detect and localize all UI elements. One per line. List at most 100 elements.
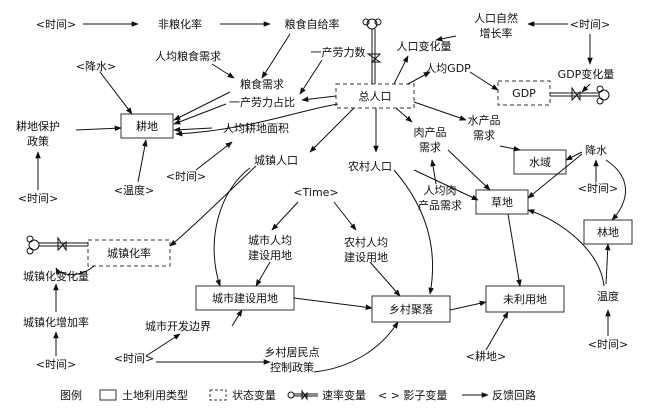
link-pcgdp-gdp: [469, 71, 499, 91]
link-timebl-boundary: [145, 333, 181, 357]
precip-shadow: <降水>: [76, 59, 116, 73]
unused-label: 未利用地: [503, 293, 547, 306]
rural-pc-land-line1: 农村人均: [344, 235, 388, 249]
unused-box: [485, 285, 565, 313]
link-pop-change: [393, 55, 409, 85]
temp-label: 温度: [597, 289, 619, 303]
urban-pc-land-line2: 建设用地: [248, 248, 292, 262]
link-pop-urbanpop: [309, 107, 355, 153]
water-box: [513, 149, 567, 175]
urbanization-box: [87, 239, 171, 267]
aqua-demand-line1: 水产品: [468, 113, 501, 127]
link-meat-grassland: [447, 149, 491, 191]
link-demand-cropland: [173, 91, 231, 121]
link-natgrowth-change: [435, 35, 457, 42]
grain-selfsuff: 粮食自给率: [285, 17, 340, 31]
legend-shadow-label: < > 影子变量: [378, 388, 447, 402]
primary-labor: 一产劳力数: [311, 45, 366, 59]
link-precip-grassland: [527, 153, 583, 199]
legend-state-swatch: [209, 389, 227, 401]
rural-policy-line2: 控制政策: [270, 360, 314, 374]
link-constr-settle: [293, 297, 373, 310]
legend-land-swatch: [99, 389, 117, 401]
link-pop-cropland: [175, 103, 339, 137]
link-boundary-constr: [231, 309, 243, 327]
grassland-box: [475, 189, 529, 215]
nat-growth-line1: 人口自然: [474, 11, 518, 25]
time-shadow-r: <时间>: [578, 182, 618, 195]
nongrain-rate: 非粮化率: [158, 17, 202, 31]
cropland-label: 耕地: [136, 119, 158, 133]
pc-gdp: 人均GDP: [425, 62, 471, 75]
link-grassland-unused: [507, 213, 522, 287]
rural-settle-label: 乡村聚落: [389, 302, 433, 316]
cropland-policy-line2: 政策: [27, 134, 49, 148]
urb-inflow-valve-icon: [26, 235, 88, 255]
time-shadow-tl: <时间>: [36, 18, 76, 31]
urban-pc-land-line1: 城市人均: [248, 233, 292, 247]
pc-grain-demand: 人均粮食需求: [155, 49, 221, 63]
forest-label: 林地: [597, 225, 619, 239]
cropland-policy-line1: 耕地保护: [16, 119, 60, 133]
link-pop-meat: [395, 107, 413, 123]
time-shadow-center: <Time>: [293, 186, 338, 199]
link-policy-settle: [313, 321, 399, 373]
gdp-inflow-valve-icon: [550, 85, 610, 105]
link-precip-cropland: [99, 71, 133, 115]
link-gdpchange-valve: [581, 83, 591, 93]
link-pccrop-cropland: [173, 126, 213, 133]
rural-pop: 农村人口: [348, 159, 392, 173]
pc-meat-line2: 产品需求: [418, 198, 462, 212]
legend-land-label: 土地利用类型: [122, 388, 188, 402]
legend-rate-label: 速率变量: [322, 388, 366, 402]
urb-increase: 城镇化增加率: [23, 315, 89, 329]
link-croplandshadow-unused: [485, 311, 509, 351]
legend: 图例 土地利用类型 状态变量 速率变量 < > 影子变量 反馈回路: [60, 388, 536, 402]
pop-inflow-valve-icon: [362, 18, 382, 84]
urban-boundary: 城市开发边界: [145, 319, 211, 333]
link-pop-ratio: [301, 95, 337, 103]
urbanization-label: 城镇化率: [107, 246, 151, 260]
urban-constr-label: 城市建设用地: [212, 291, 278, 305]
link-settle-unused: [449, 300, 487, 311]
precip-label: 降水: [585, 143, 607, 157]
link-urb-urbchange: [55, 265, 95, 275]
legend-rate-valve-icon: [287, 389, 318, 401]
time-shadow-mid: <时间>: [166, 170, 206, 183]
pc-cropland: 人均耕地面积: [223, 121, 289, 135]
urban-pop: 城镇人口: [254, 153, 298, 167]
temp-shadow: <温度>: [114, 183, 154, 197]
legend-state-label: 状态变量: [232, 388, 276, 402]
link-urbanpop-constr: [213, 167, 251, 287]
link-timemid-pccrop: [195, 141, 233, 171]
link-temp-cropland: [137, 139, 148, 183]
time-shadow-bl: <时间>: [36, 358, 76, 371]
meat-demand-line2: 需求: [419, 141, 441, 154]
legend-title: 图例: [60, 388, 82, 402]
link-urbanpop-urb: [169, 165, 257, 247]
link-selfsuff-demand: [261, 33, 291, 79]
link-time-urbanpc: [271, 201, 299, 231]
link-ruralpc-settle: [369, 261, 401, 297]
link-labor-ratio: [299, 59, 323, 95]
link-ruralpop-grassland: [413, 169, 479, 201]
link-pcgrain-demand: [211, 63, 235, 79]
link-pop-aqua: [413, 101, 467, 121]
gdp-label: GDP: [512, 87, 536, 100]
aqua-demand-line2: 需求: [473, 129, 495, 142]
link-precip-forest: [605, 159, 626, 221]
total-pop-label: 总人口: [359, 89, 392, 103]
grain-demand: 粮食需求: [240, 77, 284, 91]
meat-demand-line1: 肉产品: [414, 125, 447, 139]
time-shadow-br: <时间>: [588, 338, 628, 351]
link-temp-forest: [604, 243, 611, 285]
primary-labor-ratio: 一产劳力占比: [229, 95, 295, 109]
rural-policy-line1: 乡村居民点: [265, 345, 320, 359]
link-policy-cropland: [75, 125, 122, 132]
link-ruralpop-settle: [393, 169, 434, 295]
urb-change: 城镇化变化量: [23, 269, 89, 283]
time-shadow-bl2: <时间>: [114, 352, 154, 365]
link-precip-water: [565, 151, 583, 161]
